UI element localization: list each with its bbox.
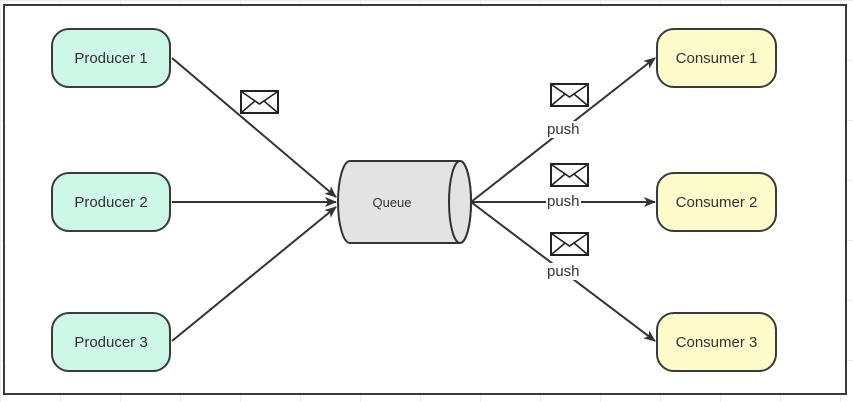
queue-label: Queue (372, 194, 412, 210)
envelope-icon (240, 90, 279, 114)
edge-producer3-queue (171, 206, 337, 342)
edge-label-push-2: push (546, 193, 581, 210)
consumer-3-label: Consumer 3 (675, 333, 758, 351)
producer-2-label: Producer 2 (74, 193, 148, 211)
consumer-2-label: Consumer 2 (675, 193, 758, 211)
producer-1-node[interactable]: Producer 1 (51, 28, 171, 88)
edge-producer1-queue (171, 57, 337, 198)
producer-1-label: Producer 1 (74, 49, 148, 67)
edge-label-push-1: push (546, 121, 581, 138)
envelope-icon (550, 163, 589, 187)
queue-cylinder[interactable] (337, 160, 472, 244)
consumer-1-node[interactable]: Consumer 1 (656, 28, 777, 88)
producer-3-node[interactable]: Producer 3 (51, 312, 171, 372)
producer-3-label: Producer 3 (74, 333, 148, 351)
consumer-1-label: Consumer 1 (675, 49, 758, 67)
edge-label-push-3: push (546, 263, 581, 280)
producer-2-node[interactable]: Producer 2 (51, 172, 171, 232)
envelope-icon (550, 83, 589, 107)
consumer-3-node[interactable]: Consumer 3 (656, 312, 777, 372)
envelope-icon (550, 232, 589, 256)
consumer-2-node[interactable]: Consumer 2 (656, 172, 777, 232)
